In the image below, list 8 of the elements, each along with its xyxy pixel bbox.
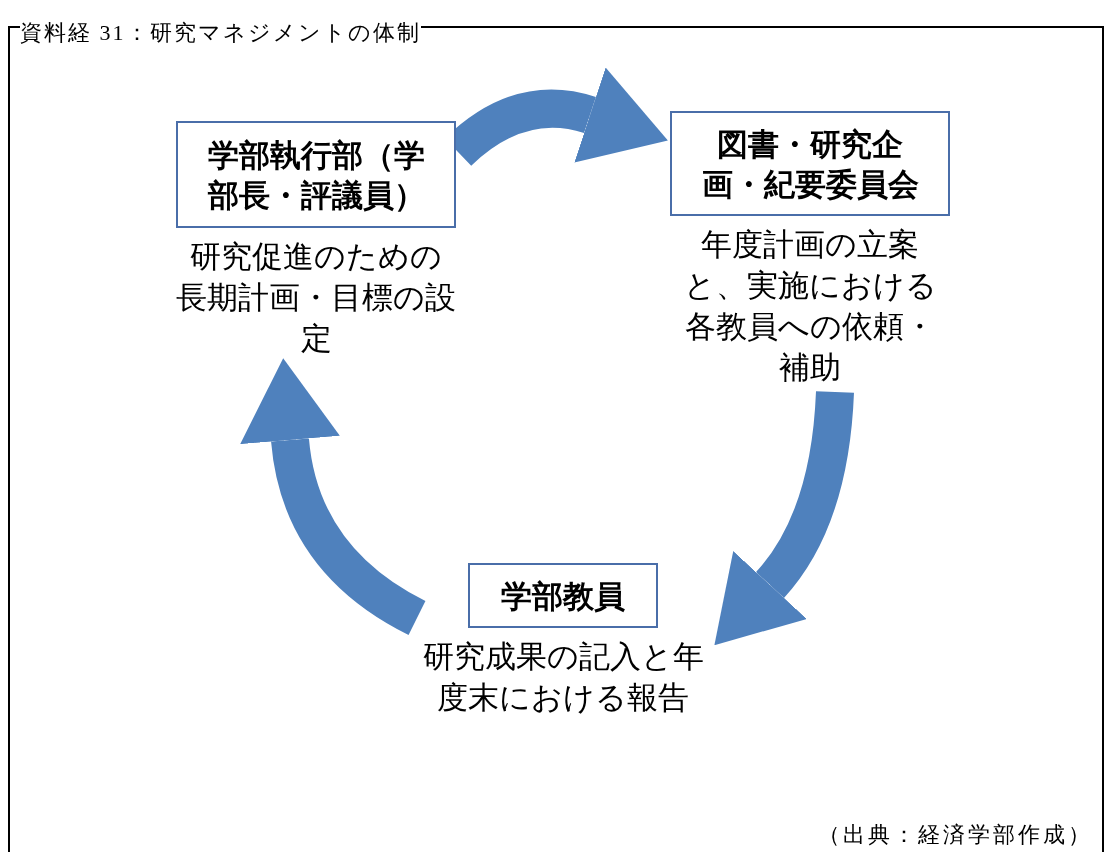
description-text: 研究成果の記入と年度末における報告: [421, 638, 705, 717]
source-note: （出典：経済学部作成）: [818, 821, 1093, 849]
label-box: 図書・研究企画・紀要委員会: [670, 111, 950, 216]
description-text: 研究促進のための長期計画・目標の設定: [176, 238, 456, 358]
label-box: 学部執行部（学部長・評議員）: [176, 121, 456, 228]
description-text: 年度計画の立案と、実施における各教員への依頼・補助: [682, 226, 938, 387]
label-box: 学部教員: [468, 563, 658, 628]
curved-arrow: [716, 390, 854, 648]
